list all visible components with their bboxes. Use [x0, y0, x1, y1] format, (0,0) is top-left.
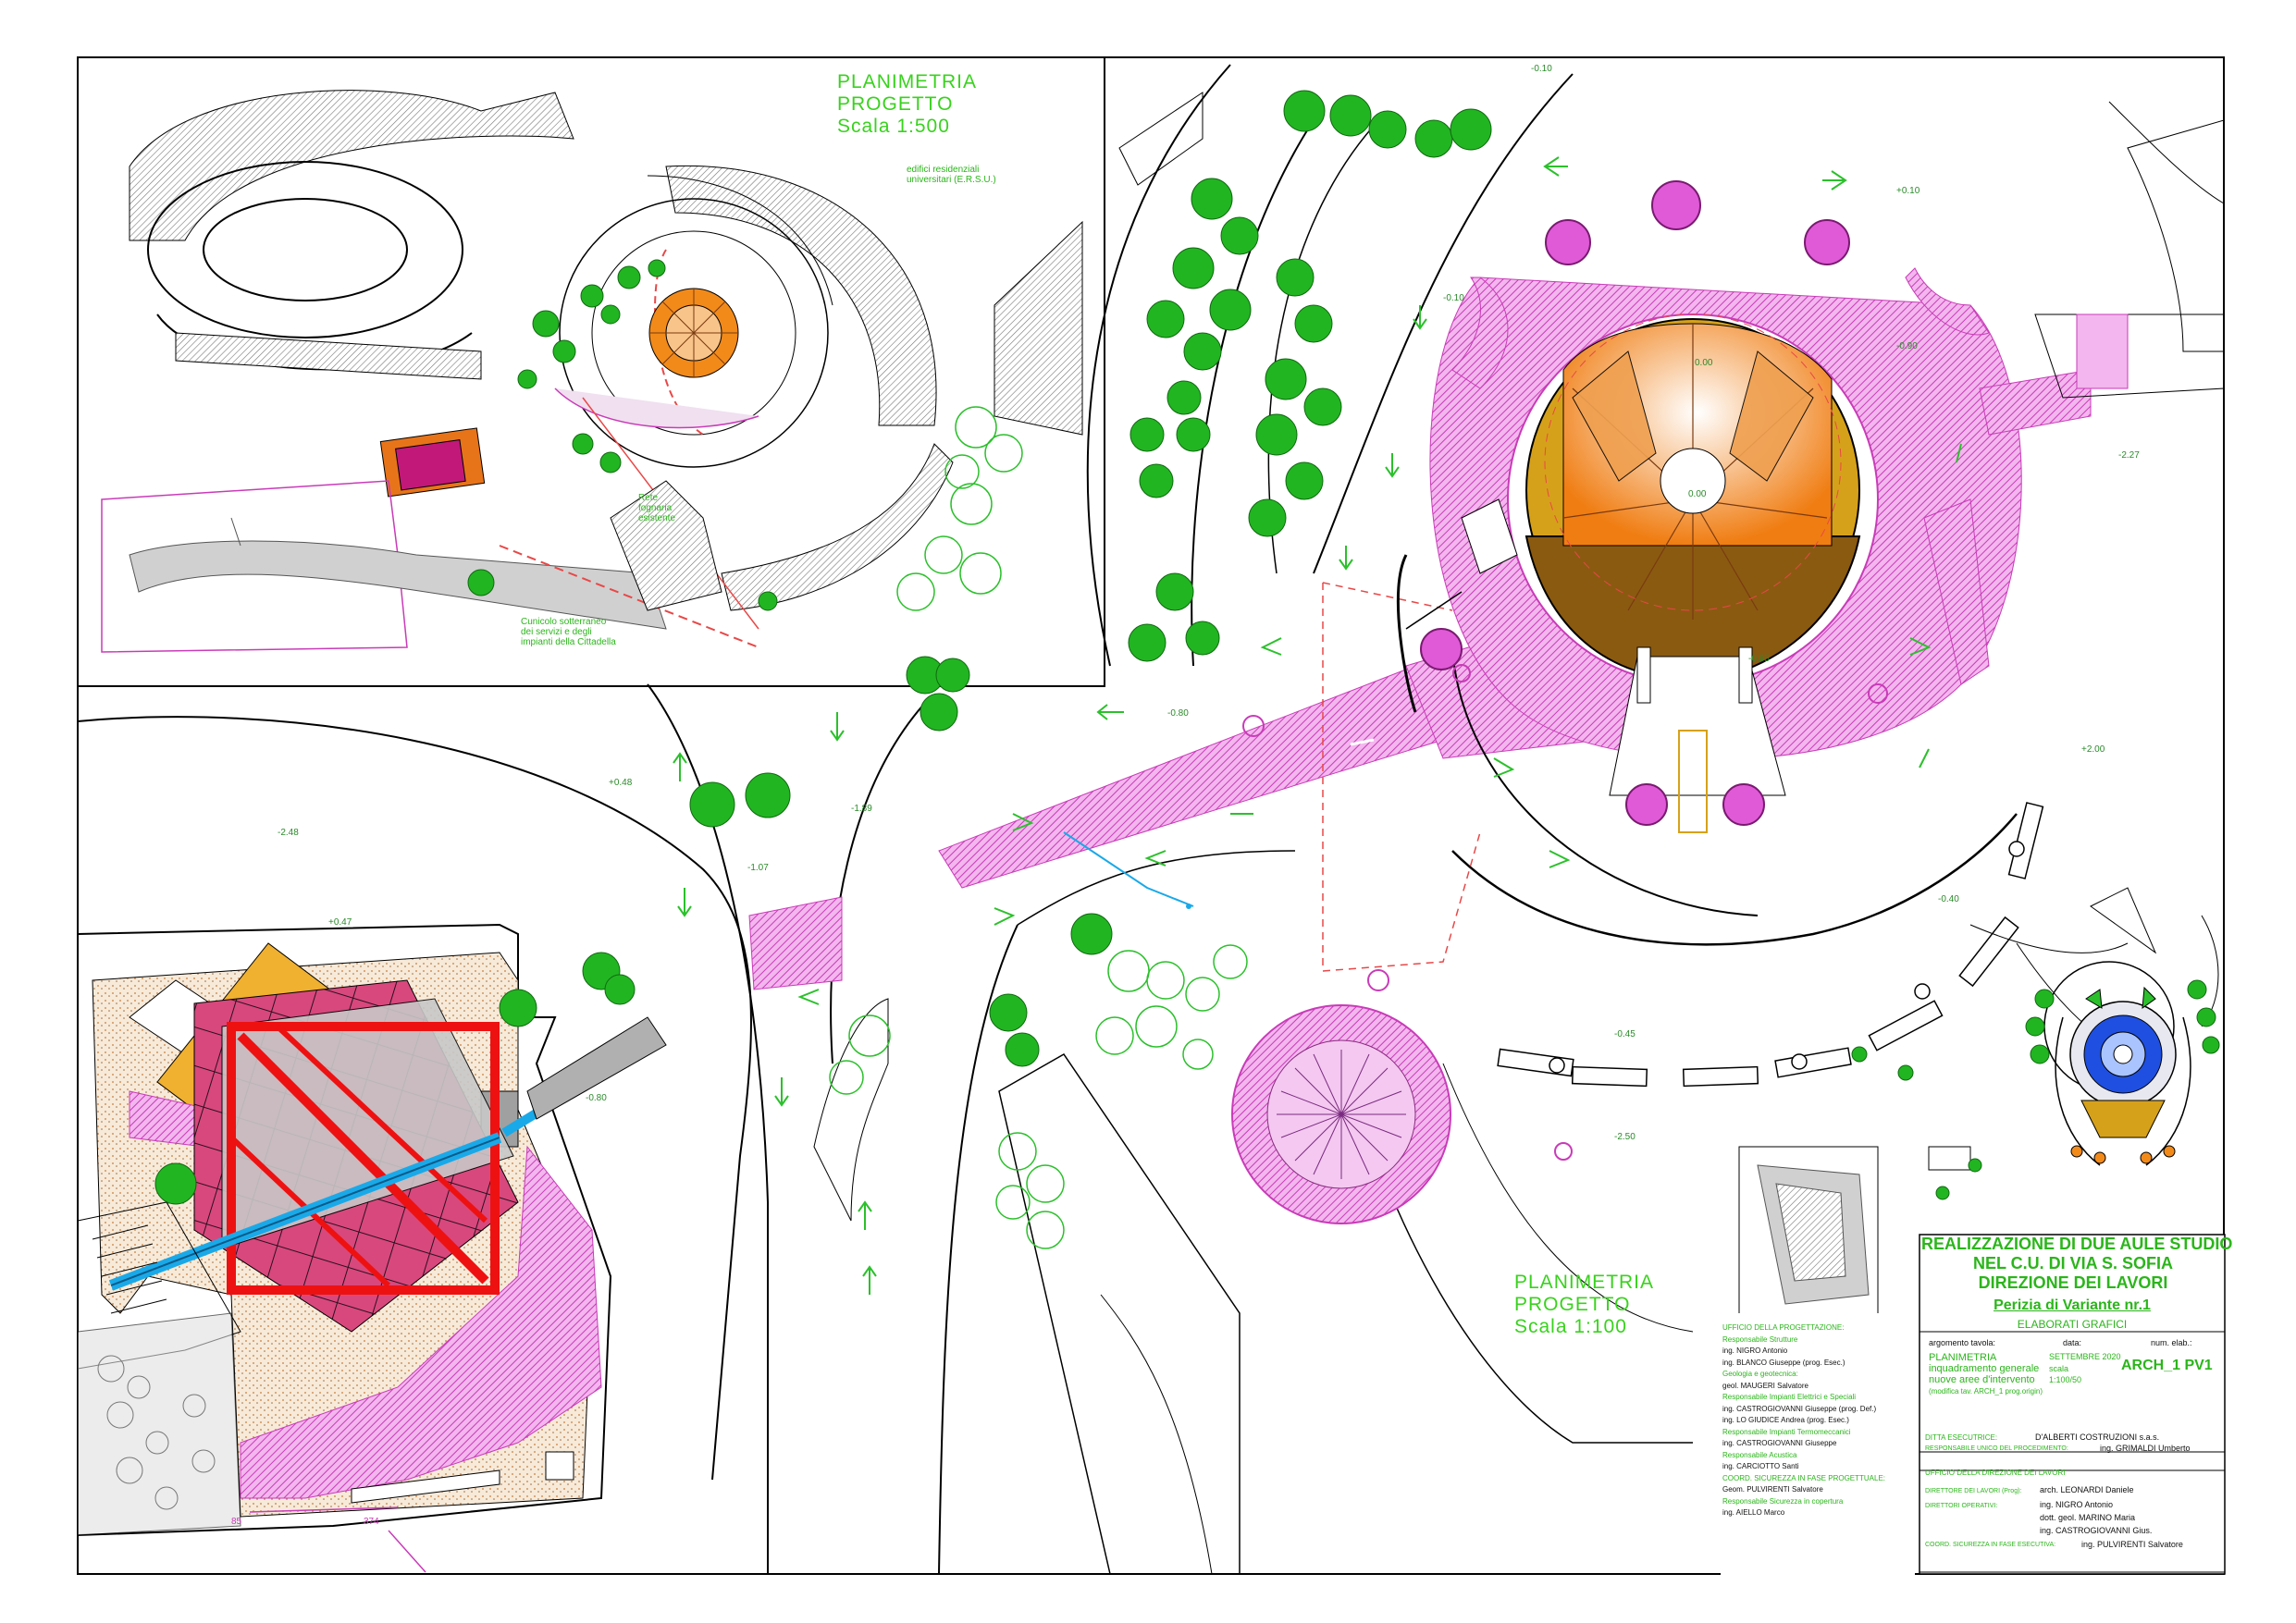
main-plan-title: PLANIMETRIA PROGETTO Scala 1:100: [1514, 1272, 1654, 1338]
pavilion-plan: [77, 716, 752, 1573]
main-plan-title-line: PROGETTO: [1514, 1294, 1631, 1315]
project-title-line: DIREZIONE DEI LAVORI: [1978, 1273, 2168, 1292]
level-mark: 0.00: [1688, 489, 1707, 499]
key-plan-title-line: PROGETTO: [837, 93, 954, 115]
design-name: ing. CASTROGIOVANNI Giuseppe (prog. Def.…: [1722, 1404, 1877, 1413]
design-role: Responsabile Strutture: [1722, 1334, 1798, 1344]
variant-label: Perizia di Variante nr.1: [1994, 1297, 2151, 1313]
sheet-date: SETTEMBRE 2020: [2049, 1352, 2121, 1361]
design-name: ing. NIGRO Antonio: [1722, 1346, 1788, 1355]
level-mark: -2.50: [1614, 1132, 1636, 1142]
design-role: Responsabile Impianti Termomeccanici: [1722, 1427, 1851, 1436]
design-role: Responsabile Sicurezza in copertura: [1722, 1496, 1844, 1506]
sheet-topic: PLANIMETRIA inquadramento generale nuove…: [1929, 1352, 2039, 1385]
number-header: num. elab.:: [2151, 1338, 2192, 1347]
level-mark: -1.07: [747, 863, 769, 873]
note-line: fognaria: [638, 503, 673, 513]
works-name: arch. LEONARDI Daniele: [2040, 1485, 2134, 1494]
level-mark: -2.27: [2118, 450, 2140, 461]
note-line: esistente: [638, 513, 676, 523]
rup-value: ing. GRIMALDI Umberto: [2100, 1444, 2191, 1453]
level-mark: -2.48: [278, 828, 299, 838]
scale-label: scala: [2049, 1364, 2069, 1373]
main-plan: [647, 64, 2225, 1575]
note-line: dei servizi e degli: [521, 627, 592, 637]
level-mark: 0.00: [1695, 358, 1713, 368]
level-mark: +0.47: [328, 917, 352, 928]
dimension-label: 85: [231, 1517, 242, 1527]
level-mark: -0.80: [586, 1093, 607, 1103]
sheet-scale: 1:100/50: [2049, 1375, 2082, 1384]
project-title-line: REALIZZAZIONE DI DUE AULE STUDIO: [1921, 1235, 2233, 1253]
design-name: ing. AIELLO Marco: [1722, 1508, 1785, 1517]
note-residence: edifici residenziali universitari (E.R.S…: [907, 165, 996, 185]
design-name: geol. MAUGERI Salvatore: [1722, 1381, 1808, 1390]
design-role: Responsabile Acustica: [1722, 1450, 1797, 1459]
project-title-line: NEL C.U. DI VIA S. SOFIA: [1972, 1254, 2174, 1273]
note-line: edifici residenziali: [907, 165, 980, 175]
design-office: UFFICIO DELLA PROGETTAZIONE: Responsabil…: [1722, 1322, 1912, 1519]
level-mark: +0.48: [609, 778, 633, 788]
level-mark: -1.89: [851, 804, 872, 814]
rup-label: RESPONSABILE UNICO DEL PROCEDIMENTO:: [1925, 1445, 2068, 1452]
works-name: ing. NIGRO Antonio: [2040, 1500, 2114, 1509]
dimension-label: 374: [364, 1517, 379, 1527]
design-office-heading: UFFICIO DELLA PROGETTAZIONE:: [1722, 1323, 1845, 1332]
works-role: DIRETTORI OPERATIVI:: [1925, 1503, 1998, 1509]
note-line: universitari (E.R.S.U.): [907, 175, 996, 185]
project-title: REALIZZAZIONE DI DUE AULE STUDIO NEL C.U…: [1921, 1235, 2233, 1293]
key-plan-scale: Scala 1:500: [837, 116, 950, 137]
level-mark: -0.10: [1443, 293, 1464, 303]
sheet-topic-line: PLANIMETRIA: [1929, 1352, 1997, 1363]
works-office-heading: UFFICIO DELLA DIREZIONE DEI LAVORI: [1925, 1469, 2066, 1477]
note-line: impianti della Cittadella: [521, 637, 616, 647]
main-plan-title-line: PLANIMETRIA: [1514, 1272, 1655, 1293]
works-role: DIRETTORE DEI LAVORI (Prog):: [1925, 1488, 2022, 1494]
works-name: ing. CASTROGIOVANNI Gius.: [2040, 1526, 2153, 1535]
contractor-value: D'ALBERTI COSTRUZIONI s.a.s.: [2035, 1432, 2160, 1442]
title-block-frame: [1721, 1146, 2226, 1577]
sheet-topic-line: nuove aree d'intervento: [1929, 1374, 2035, 1385]
contractor-label: DITTA ESECUTRICE:: [1925, 1433, 1998, 1442]
level-mark: -0.45: [1614, 1029, 1636, 1039]
note-line: Rete: [638, 493, 659, 503]
design-name: ing. CASTROGIOVANNI Giuseppe: [1722, 1439, 1837, 1447]
date-header: data:: [2063, 1338, 2082, 1347]
key-plan-title: PLANIMETRIA PROGETTO Scala 1:500: [837, 71, 977, 138]
design-name: ing. BLANCO Giuseppe (prog. Esec.): [1722, 1358, 1845, 1367]
design-name: ing. LO GIUDICE Andrea (prog. Esec.): [1722, 1416, 1849, 1424]
note-sewer: Rete fognaria esistente: [638, 493, 675, 523]
level-mark: -0.40: [1938, 894, 1959, 904]
level-mark: -0.95: [1748, 654, 1770, 664]
key-plan: [77, 56, 1105, 687]
design-role: Responsabile Impianti Elettrici e Specia…: [1722, 1393, 1857, 1401]
title-block: REALIZZAZIONE DI DUE AULE STUDIO NEL C.U…: [1920, 1235, 2233, 1623]
main-plan-scale: Scala 1:100: [1514, 1316, 1627, 1337]
level-mark: -0.90: [1896, 341, 1918, 351]
sheet-number: ARCH_1 PV1: [2121, 1358, 2213, 1373]
sheet-topic-line: inquadramento generale: [1929, 1363, 2040, 1374]
works-name: dott. geol. MARINO Maria: [2040, 1513, 2136, 1522]
note-line: Cunicolo sotterraneo: [521, 617, 607, 627]
works-name: ing. PULVIRENTI Salvatore: [2081, 1540, 2183, 1549]
design-name: ing. CARCIOTTO Santi: [1722, 1462, 1799, 1470]
note-tunnel: Cunicolo sotterraneo dei servizi e degli…: [521, 617, 616, 647]
works-role: COORD. SICUREZZA IN FASE ESECUTIVA:: [1925, 1542, 2056, 1548]
level-mark: -0.10: [1531, 64, 1552, 74]
design-role: Geologia e geotecnica:: [1722, 1370, 1798, 1378]
drawings-label: ELABORATI GRAFICI: [2017, 1318, 2128, 1331]
topic-header: argomento tavola:: [1929, 1338, 1996, 1347]
level-mark: +0.10: [1896, 186, 1920, 196]
sheet-modification: (modifica tav. ARCH_1 prog.origin): [1929, 1387, 2043, 1396]
level-mark: +2.00: [2081, 744, 2105, 755]
level-mark: -0.80: [1167, 708, 1189, 719]
design-name: Geom. PULVIRENTI Salvatore: [1722, 1485, 1823, 1494]
design-role: COORD. SICUREZZA IN FASE PROGETTUALE:: [1722, 1473, 1886, 1482]
key-plan-title-line: PLANIMETRIA: [837, 71, 978, 92]
